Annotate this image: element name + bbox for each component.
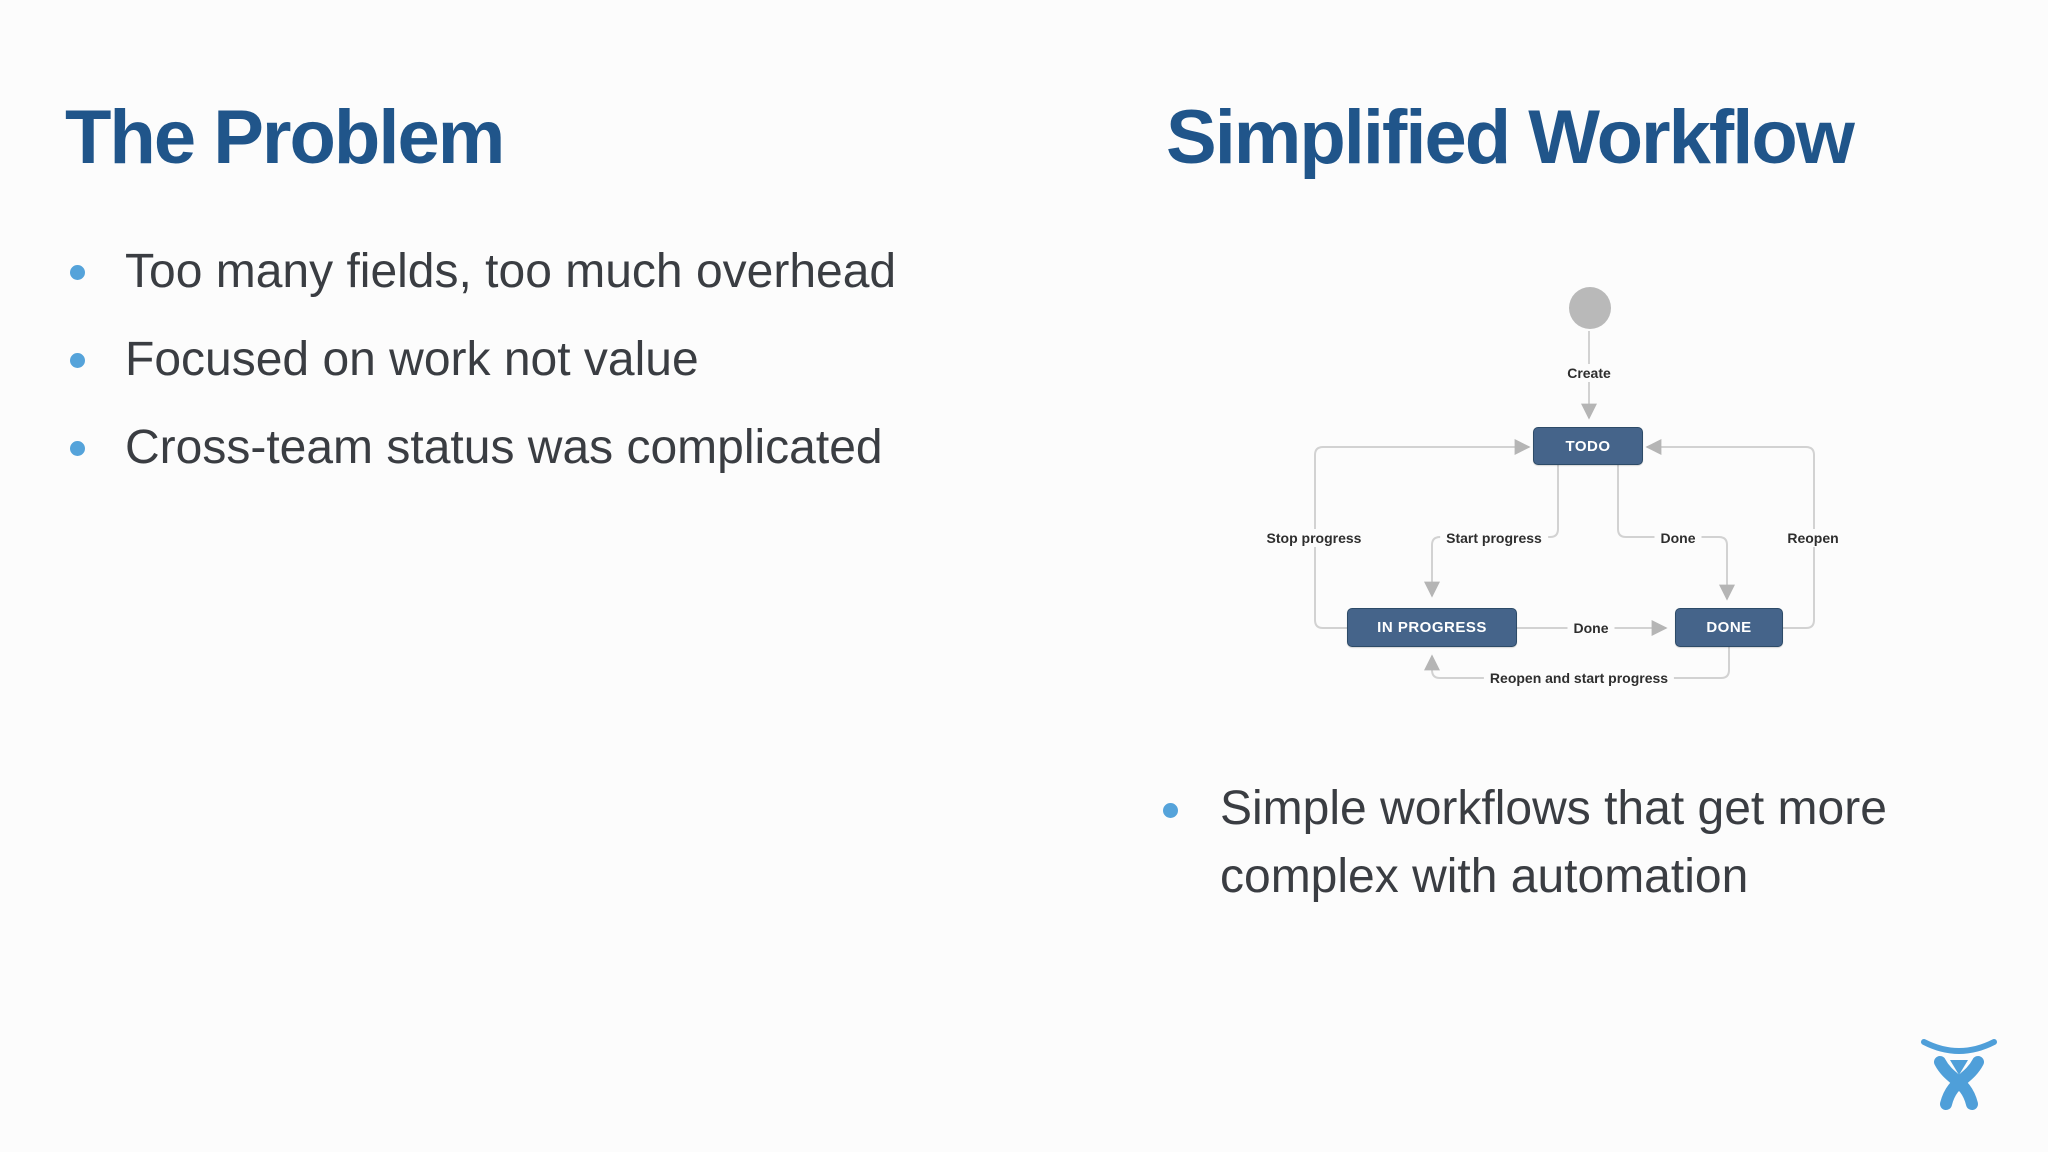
bullet-text: Focused on work not value [125, 333, 699, 386]
workflow-node-todo: TODO [1533, 427, 1643, 465]
bullet-icon [70, 441, 85, 456]
list-item: Cross-team status was complicated [70, 415, 896, 481]
workflow-node-done: DONE [1675, 608, 1783, 647]
bullet-icon [1163, 803, 1178, 818]
edge-label-reopen: Reopen [1781, 529, 1845, 547]
edge-label-start-progress: Start progress [1440, 529, 1548, 547]
workflow-bullet: Simple workflows that get more complex w… [1163, 775, 1887, 911]
page-title-workflow: Simplified Workflow [1166, 95, 1855, 180]
workflow-diagram: TODO IN PROGRESS DONE Create Stop progre… [1240, 270, 1860, 700]
bullet-icon [70, 265, 85, 280]
edge-label-create: Create [1561, 364, 1617, 382]
edge-label-stop-progress: Stop progress [1260, 529, 1368, 547]
edge-label-done-mid: Done [1567, 619, 1615, 637]
problem-bullet-list: Too many fields, too much overhead Focus… [70, 239, 896, 503]
bullet-text: Too many fields, too much overhead [125, 245, 897, 298]
bullet-text: Cross-team status was complicated [125, 421, 883, 474]
bullet-text: Simple workflows that get more complex w… [1220, 782, 1887, 903]
list-item: Focused on work not value [70, 327, 896, 393]
atlassian-logo-icon [1921, 1039, 1997, 1110]
list-item: Too many fields, too much overhead [70, 239, 896, 305]
edge-label-done-upper: Done [1654, 529, 1702, 547]
page-title-problem: The Problem [65, 95, 505, 180]
bullet-icon [70, 353, 85, 368]
start-node-circle [1569, 287, 1611, 329]
edge-label-reopen-start-progress: Reopen and start progress [1483, 669, 1675, 687]
workflow-node-in-progress: IN PROGRESS [1347, 608, 1517, 647]
